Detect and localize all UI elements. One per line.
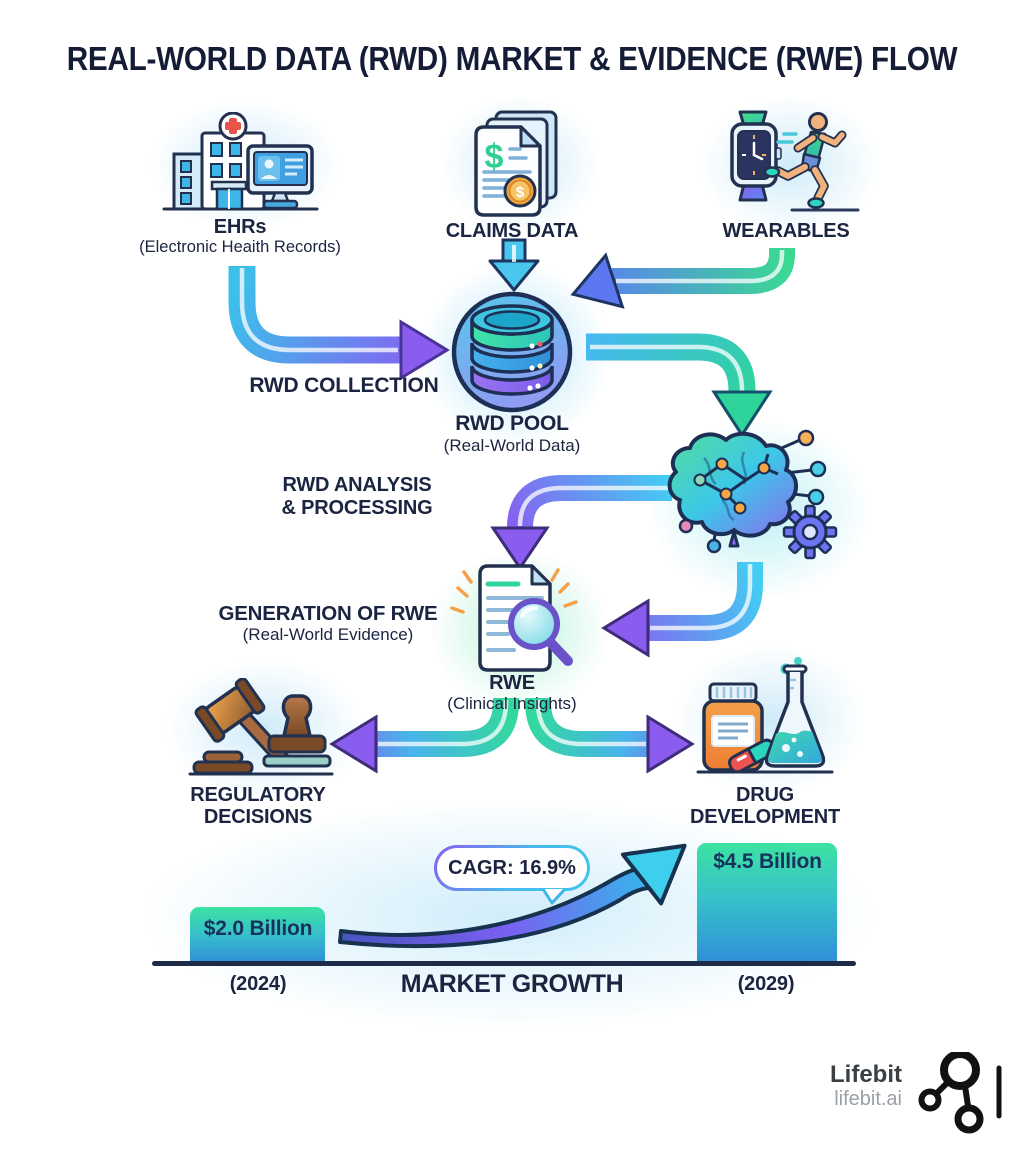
claims-dollar-glyph: $ (485, 138, 504, 176)
bar-2024 (190, 907, 325, 963)
bar-2029-value: $4.5 Billion (713, 850, 822, 873)
growth-swoosh-arrow-icon (338, 843, 687, 949)
database-pool-icon (451, 291, 573, 413)
page-title: REAL-WORLD DATA (RWD) MARKET & EVIDENCE … (66, 40, 958, 77)
gear-icon (782, 504, 838, 560)
rwd-collection-label: RWD COLLECTION (249, 374, 439, 397)
arrow-pool-to-brain (586, 333, 773, 438)
market-growth-title: MARKET GROWTH (400, 970, 624, 998)
runner-icon (763, 112, 860, 212)
drug-label-line2: DEVELOPMENT (689, 806, 841, 828)
regulatory-icon (188, 678, 334, 776)
generation-rwe-sublabel: (Real-World Evidence) (242, 625, 414, 644)
gavel-icon (192, 678, 290, 775)
regulatory-label-line1: REGULATORY (190, 784, 326, 806)
wearables-icon (730, 110, 860, 212)
arrow-wearables-to-pool (570, 248, 795, 309)
drug-development-icon (696, 657, 834, 774)
coin-icon: $ (503, 174, 537, 208)
regulatory-label-line2: DECISIONS (203, 806, 313, 828)
rwd-analysis-label-line2: & PROCESSING (281, 497, 433, 519)
ehr-label: EHRs (213, 216, 267, 238)
arrow-brain-to-rwe-right (601, 562, 763, 658)
stamp-icon (262, 694, 332, 768)
rwe-label: RWE (489, 672, 535, 694)
cagr-bubble: CAGR: 16.9% (434, 845, 590, 891)
brand-block: Lifebit lifebit.ai (772, 1062, 902, 1111)
year-2024-label: (2024) (229, 973, 287, 995)
ehr-monitor-icon (246, 144, 314, 210)
wearables-label: WEARABLES (722, 220, 850, 242)
claims-label: CLAIMS DATA (445, 220, 579, 242)
generation-rwe-label: GENERATION OF RWE (218, 602, 438, 625)
ai-brain-icon (667, 429, 838, 560)
year-2029-label: (2029) (737, 973, 795, 995)
chart-baseline (152, 961, 856, 966)
ehr-sublabel: (Electronic Heaith Records) (139, 238, 341, 256)
hospital-ehr-icon (162, 112, 319, 211)
smartwatch-icon (730, 110, 782, 202)
drug-label-line1: DRUG (735, 784, 795, 806)
coin-dollar-glyph: $ (516, 184, 525, 201)
claims-documents-icon: $ $ (474, 110, 558, 217)
lifebit-network-icon (918, 1052, 1002, 1134)
rwe-document-icon (450, 564, 578, 672)
rwd-pool-label: RWD POOL (455, 412, 569, 435)
rwd-pool-sublabel: (Real-World Data) (443, 436, 581, 455)
rwd-analysis-label-line1: RWD ANALYSIS (282, 474, 432, 496)
cagr-value: CAGR: 16.9% (437, 848, 587, 888)
arrow-claims-to-pool (488, 238, 540, 292)
brand-name: Lifebit (830, 1061, 902, 1088)
arrow-brain-to-rwe-top (490, 475, 672, 571)
arrow-ehr-to-pool (228, 266, 450, 381)
brand-domain: lifebit.ai (834, 1088, 902, 1110)
cagr-bubble-tail-icon (541, 889, 567, 905)
bar-2024-value: $2.0 Billion (203, 917, 313, 940)
rwe-sublabel: (Clinical Insights) (447, 694, 577, 713)
flask-icon (764, 657, 826, 768)
bar-2029 (697, 843, 837, 963)
